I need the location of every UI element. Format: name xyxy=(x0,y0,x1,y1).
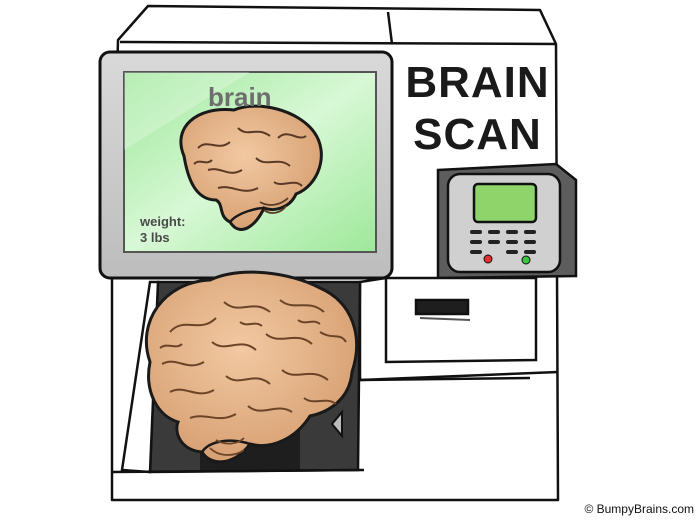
monitor xyxy=(98,50,394,280)
card-slot xyxy=(358,276,559,382)
arrow-left-icon xyxy=(330,409,343,439)
screen-title: brain xyxy=(208,82,272,112)
machine-label-scan: SCAN xyxy=(413,110,542,159)
large-brain xyxy=(144,270,359,464)
keypad-display xyxy=(472,182,538,224)
keypad-keys xyxy=(470,230,536,254)
weight-label: weight: xyxy=(140,214,186,229)
red-button xyxy=(483,254,493,264)
weight-readout: weight: 3 lbs xyxy=(140,214,210,246)
machine-label-brain: BRAIN xyxy=(405,58,550,107)
green-button xyxy=(521,255,531,265)
card-reader-keypad xyxy=(436,162,578,280)
brain-icon xyxy=(179,104,323,231)
copyright-credit: © BumpyBrains.com xyxy=(584,502,694,516)
weight-value: 3 lbs xyxy=(140,230,170,245)
